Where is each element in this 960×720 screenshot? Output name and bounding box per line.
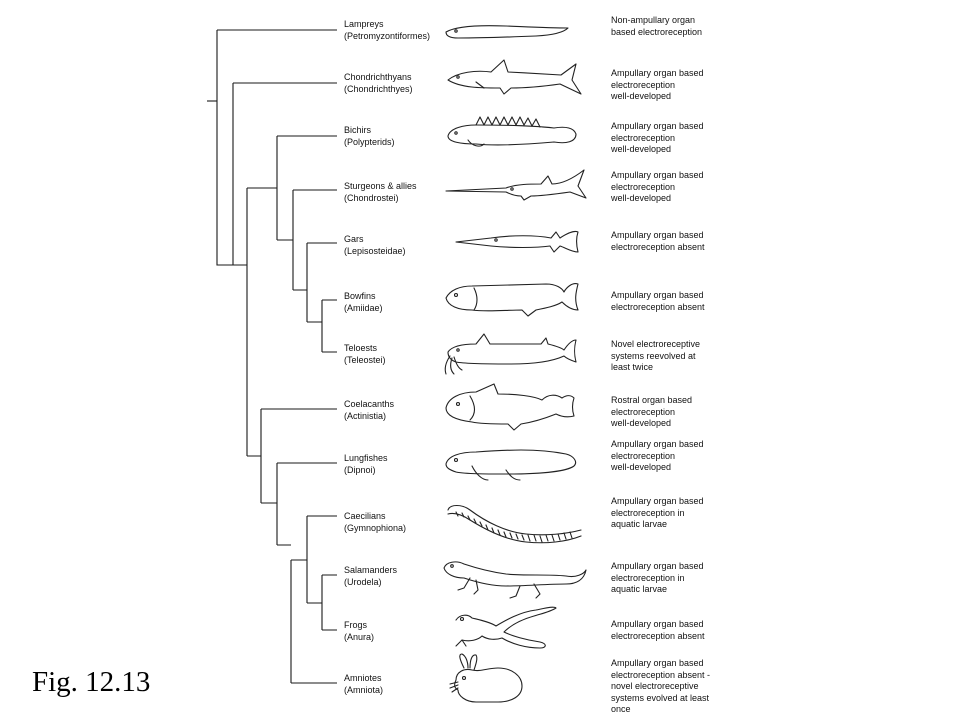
catfish-icon [436,330,596,376]
bichir-icon [436,112,596,158]
taxon-label-gars: Gars(Lepisosteidae) [344,234,406,256]
tree-node-halecostomi [321,299,337,353]
caecilian-icon [436,500,596,546]
bowfin-icon [436,276,596,322]
tree-node-batrachia [321,574,337,631]
taxon-label-sturgeons: Sturgeons & allies(Chondrostei) [344,181,417,203]
tree-node-osteichthyes [233,188,248,456]
tree-node-gnathostomes [216,82,337,266]
taxon-label-amniotes: Amniotes(Amniota) [344,673,384,695]
lungfish-icon [436,440,596,486]
figure-label: Fig. 12.13 [32,666,151,698]
taxon-label-lampreys: Lampreys(Petromyzontiformes) [344,19,431,41]
tree-node-lissamphibia [306,515,337,604]
tree-node-chondrostei-neopterygii [292,189,337,291]
tree-node-rhipidistia [276,462,337,546]
gar-icon [436,220,596,266]
shark-icon [436,58,596,104]
sturgeon-icon [436,166,596,212]
taxon-label-teleosts: Teloests(Teleostei) [344,343,386,365]
tree-node-neopterygii [306,242,337,323]
tree-node-tetrapoda [290,559,337,684]
salamander-icon [436,554,596,600]
taxon-label-caecilians: Caecilians(Gymnophiona) [344,511,407,533]
coelacanth-icon [436,383,596,431]
taxon-label-frogs: Frogs(Anura) [344,620,375,642]
tree-node-sarcopterygii [247,408,337,504]
tree-branch-lampreys [216,29,337,101]
taxon-label-bowfins: Bowfins(Amiidae) [344,291,383,313]
taxon-label-chondrichthyans: Chondrichthyans(Chondrichthyes) [344,72,413,94]
tree-node-actinopterygii [247,135,337,241]
frog-icon [436,606,596,652]
taxon-label-bichirs: Bichirs(Polypterids) [344,125,395,147]
taxon-label-lungfishes: Lungfishes(Dipnoi) [344,453,388,475]
lamprey-icon [436,8,596,54]
taxon-label-salamanders: Salamanders(Urodela) [344,565,398,587]
taxon-label-coelacanths: Coelacanths(Actinistia) [344,399,395,421]
rabbit-icon [436,653,596,704]
